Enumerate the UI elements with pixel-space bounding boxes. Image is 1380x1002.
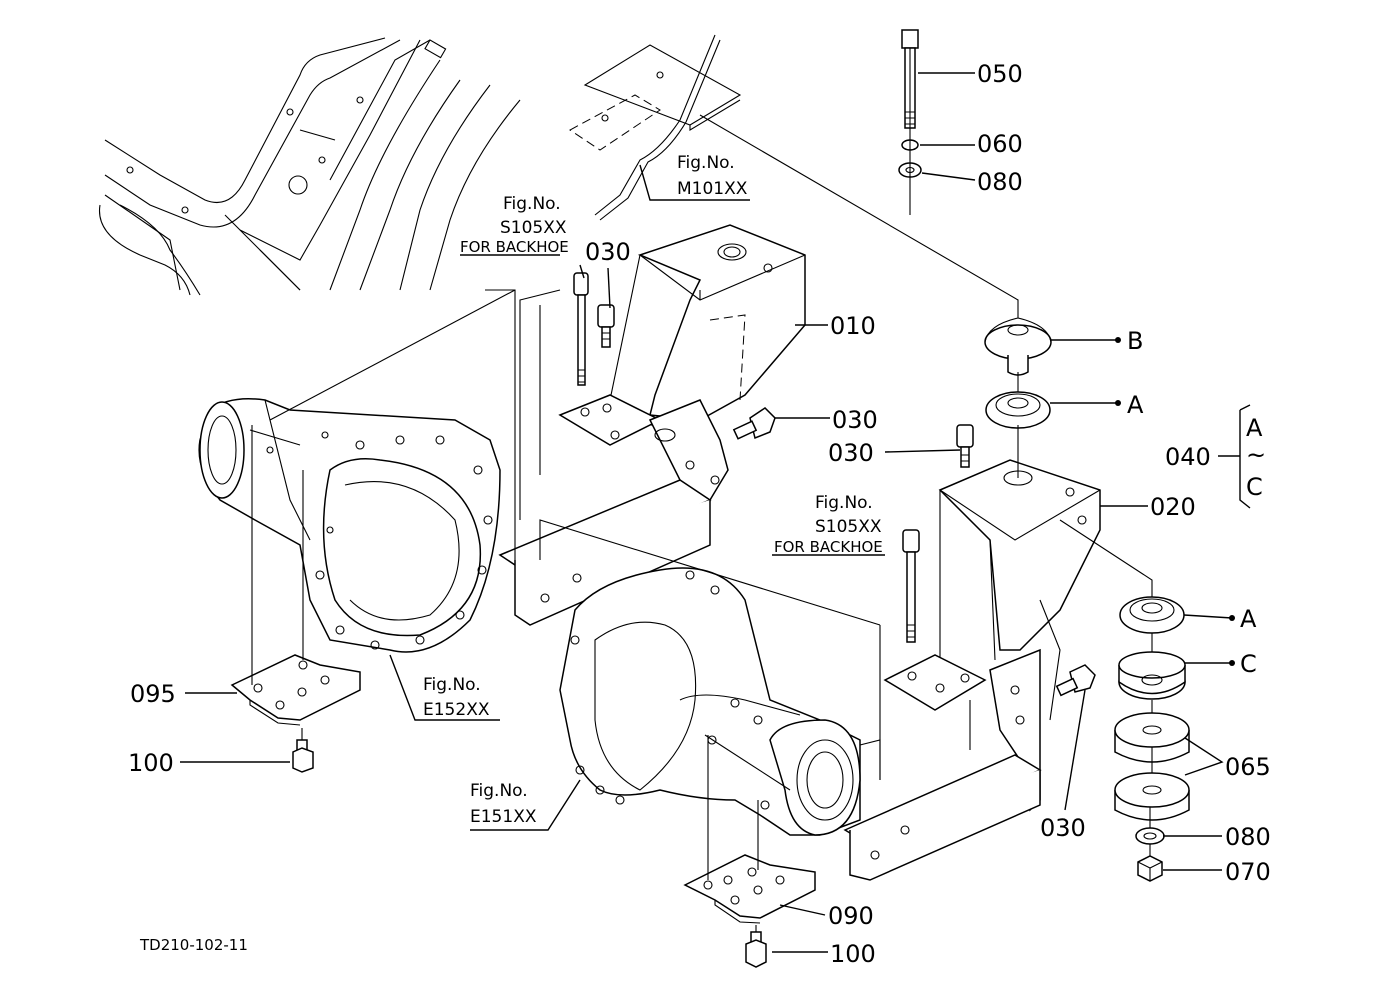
callout-060: 060	[977, 130, 1023, 158]
fig-e152-label: Fig.No.	[423, 675, 481, 695]
callout-030-c: 030	[828, 439, 874, 467]
bolt-030-b	[732, 407, 776, 440]
mount-c	[1118, 651, 1186, 700]
figure-references: Fig.No. M101XX Fig.No. S105XX FOR BACKHO…	[423, 153, 883, 827]
left-housing	[198, 398, 501, 653]
letter-labels: B A A C A ~ C	[1127, 327, 1266, 678]
fig-s105-top-label: Fig.No.	[503, 194, 561, 214]
callout-050: 050	[977, 60, 1023, 88]
callout-030-b: 030	[832, 406, 878, 434]
mount-a-lower	[1119, 596, 1185, 634]
callout-100-left: 100	[128, 749, 174, 777]
right-housing	[559, 567, 861, 836]
range-bottom-letter: C	[1246, 473, 1263, 501]
fig-e152-code: E152XX	[423, 700, 490, 720]
plate-090	[683, 735, 816, 924]
fig-e151-label: Fig.No.	[470, 781, 528, 801]
leaders	[180, 72, 1251, 953]
spacer-065	[1114, 712, 1190, 821]
bolt-030-a	[573, 272, 589, 386]
bracket-010	[498, 224, 806, 626]
callout-090: 090	[828, 902, 874, 930]
fig-m101-label: Fig.No.	[677, 153, 735, 173]
fig-s105-top-note: FOR BACKHOE	[460, 238, 569, 256]
drawing-id: TD210-102-11	[139, 936, 248, 954]
fig-s105-mid-note: FOR BACKHOE	[774, 538, 883, 556]
callout-080-bottom: 080	[1225, 823, 1271, 851]
callout-030-a: 030	[585, 238, 631, 266]
bolt-030-a2	[597, 304, 615, 348]
fig-m101-code: M101XX	[677, 179, 748, 199]
callout-020: 020	[1150, 493, 1196, 521]
letter-a-lower: A	[1240, 605, 1257, 633]
callout-095: 095	[130, 680, 176, 708]
washer-080-bottom	[1135, 827, 1165, 845]
bolt-030-mid	[902, 529, 920, 643]
bolt-030-c	[956, 424, 974, 468]
bolt-100-left	[292, 739, 314, 773]
range-separator: ~	[1246, 441, 1266, 469]
fig-s105-mid-label: Fig.No.	[815, 493, 873, 513]
nut-070	[1137, 855, 1163, 882]
bracket-020	[843, 459, 1101, 881]
callout-labels: 050 060 080 030 010 030 030 020 040 095 …	[128, 60, 1271, 968]
callout-040: 040	[1165, 443, 1211, 471]
bolt-030-d	[1055, 664, 1096, 697]
callout-100-bottom: 100	[830, 940, 876, 968]
tractor-frame-outline	[98, 34, 742, 296]
fig-s105-mid-code: S105XX	[815, 517, 882, 537]
bolt-100-bottom	[745, 931, 767, 968]
letter-b: B	[1127, 327, 1143, 355]
fig-e151-code: E151XX	[470, 807, 537, 827]
mount-a-upper	[985, 391, 1051, 429]
range-top-letter: A	[1246, 414, 1263, 442]
fig-s105-top-code: S105XX	[500, 218, 567, 238]
mount-b	[984, 317, 1052, 376]
plate-095	[230, 425, 361, 726]
callout-070: 070	[1225, 858, 1271, 886]
callout-010: 010	[830, 312, 876, 340]
assembly-lines	[269, 48, 1153, 932]
callout-030-d: 030	[1040, 814, 1086, 842]
letter-a-upper: A	[1127, 391, 1144, 419]
callout-080-top: 080	[977, 168, 1023, 196]
callout-065: 065	[1225, 753, 1271, 781]
letter-c: C	[1240, 650, 1257, 678]
